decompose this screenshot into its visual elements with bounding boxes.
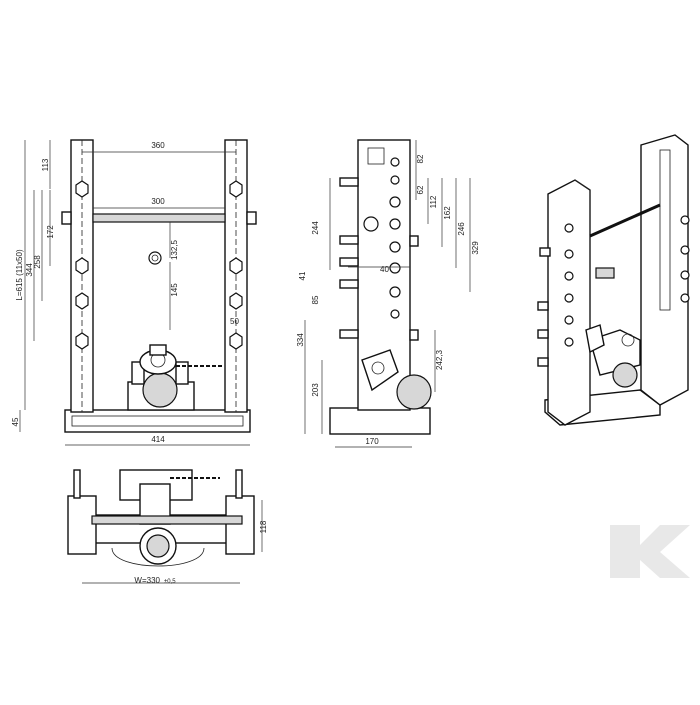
- dim-246: 246: [457, 222, 466, 236]
- dim-242-3: 242,3: [435, 349, 444, 370]
- iso-right-column: [640, 134, 689, 406]
- top-right-column: [225, 495, 255, 555]
- front-dimensions: 360 300 L=615 (11x50) 113 172 258 344 13…: [11, 140, 250, 446]
- top-view: W=330 ±0,5 118: [67, 469, 268, 585]
- front-view: 360 300 L=615 (11x50) 113 172 258 344 13…: [11, 139, 257, 446]
- dim-329: 329: [471, 241, 480, 255]
- dim-172: 172: [46, 225, 55, 239]
- dim-244: 244: [311, 221, 320, 235]
- top-dimensions: W=330 ±0,5 118: [82, 500, 268, 585]
- dim-tolerance: ±0,5: [164, 579, 176, 585]
- side-view: 82 62 112 162 246 329 244 41 85 40 242,3…: [296, 139, 480, 448]
- dim-45: 45: [11, 417, 20, 426]
- front-base-plate: [64, 409, 251, 433]
- front-coupling: [127, 344, 224, 411]
- dim-300: 300: [151, 197, 165, 206]
- dim-132-5: 132,5: [170, 239, 179, 260]
- front-right-holes: [229, 180, 243, 350]
- front-left-holes: [75, 180, 89, 350]
- iso-coupling: [585, 324, 641, 388]
- dim-85: 85: [311, 295, 320, 304]
- dim-length: L=615 (11x50): [15, 249, 24, 301]
- front-tie-rod: [92, 213, 226, 223]
- dim-118: 118: [259, 520, 268, 533]
- iso-bolts: [537, 247, 615, 367]
- dim-203: 203: [311, 383, 320, 397]
- front-centre-bolt: [148, 251, 162, 265]
- dim-414: 414: [151, 435, 165, 444]
- dim-82: 82: [416, 154, 425, 163]
- dim-258: 258: [33, 255, 42, 269]
- dim-170: 170: [365, 437, 379, 446]
- side-coupling: [361, 349, 432, 410]
- dim-62: 62: [416, 185, 425, 194]
- side-base-plate: [329, 407, 431, 435]
- dim-145: 145: [170, 283, 179, 297]
- iso-holes: [564, 215, 690, 347]
- dim-162: 162: [443, 206, 452, 220]
- isometric-view: [537, 134, 690, 426]
- dim-360: 360: [151, 141, 165, 150]
- watermark-logo: [610, 525, 690, 578]
- dim-113: 113: [41, 158, 50, 171]
- side-dimensions: 82 62 112 162 246 329 244 41 85 40 242,3…: [296, 140, 480, 448]
- dim-344: 344: [25, 263, 34, 277]
- dim-50: 50: [230, 317, 239, 326]
- dim-40: 40: [380, 265, 389, 274]
- dim-41: 41: [298, 271, 307, 280]
- top-left-column: [67, 495, 97, 555]
- dim-334: 334: [296, 333, 305, 347]
- dim-112: 112: [429, 195, 438, 208]
- side-bolts: [339, 157, 419, 341]
- dim-width: W=330: [134, 576, 160, 585]
